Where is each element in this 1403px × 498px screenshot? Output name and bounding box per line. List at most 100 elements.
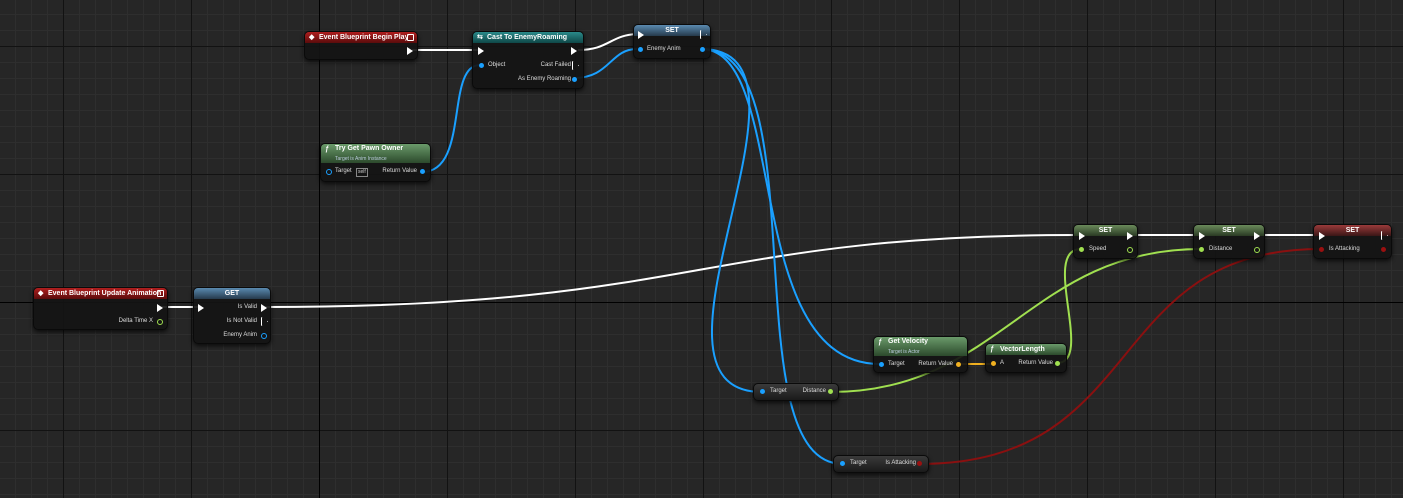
- is-attacking-in-pin[interactable]: [1319, 247, 1324, 252]
- function-icon: ƒ: [990, 346, 994, 353]
- node-event-update-animation[interactable]: ◆ Event Blueprint Update Animation Delta…: [33, 287, 168, 330]
- speed-label: Speed: [1089, 246, 1107, 252]
- wire-object-anim-distance[interactable]: [700, 48, 763, 393]
- node-title: GET: [224, 290, 240, 297]
- node-title: SET: [665, 27, 679, 34]
- exec-out-pin[interactable]: [1254, 232, 1260, 240]
- target-label: Target: [335, 168, 352, 174]
- target-label: Target: [850, 460, 867, 466]
- wire-exec-cast-set[interactable]: [577, 33, 641, 51]
- node-header: ƒ VectorLength: [986, 344, 1066, 355]
- node-header: SET: [1314, 225, 1391, 236]
- node-try-get-pawn-owner[interactable]: ƒ Try Get Pawn Owner Target is Anim Inst…: [320, 143, 431, 182]
- is-attacking-label: Is Attacking: [1329, 246, 1360, 252]
- is-attacking-out-pin[interactable]: [917, 461, 922, 466]
- is-not-valid-pin[interactable]: [261, 317, 268, 326]
- return-value-pin[interactable]: [420, 169, 425, 174]
- exec-out-pin[interactable]: [407, 47, 413, 55]
- node-title: SET: [1345, 227, 1360, 234]
- wire-bool-attacking-set[interactable]: [918, 248, 1322, 465]
- distance-in-pin[interactable]: [1199, 247, 1204, 252]
- target-in-pin[interactable]: [760, 389, 765, 394]
- speed-out-pin[interactable]: [1127, 247, 1133, 253]
- event-diamond-icon: ◆: [309, 34, 315, 41]
- function-icon: ƒ: [878, 339, 882, 346]
- enemy-anim-out-pin[interactable]: [700, 47, 705, 52]
- speed-in-pin[interactable]: [1079, 247, 1084, 252]
- node-validated-get-enemy-anim[interactable]: GET Is Valid Is Not Valid Enemy Anim: [193, 287, 271, 344]
- object-in-pin[interactable]: [479, 63, 484, 68]
- delta-time-pin[interactable]: [157, 319, 163, 325]
- cast-arrows-icon: ⇆: [477, 34, 483, 41]
- node-get-distance[interactable]: Target Distance: [753, 383, 839, 401]
- return-value-pin[interactable]: [956, 362, 961, 367]
- node-get-velocity[interactable]: ƒ Get Velocity Target is Actor Target Re…: [873, 336, 968, 373]
- distance-label: Distance: [1209, 246, 1233, 252]
- is-attacking-label: Is Attacking: [885, 460, 916, 466]
- node-set-enemy-anim[interactable]: SET Enemy Anim: [633, 24, 711, 59]
- object-label: Object: [488, 62, 506, 68]
- function-icon: ƒ: [325, 146, 329, 153]
- node-vector-length[interactable]: ƒ VectorLength A Return Value: [985, 343, 1067, 373]
- return-value-label: Return Value: [1018, 360, 1053, 366]
- exec-out-pin[interactable]: [571, 47, 577, 55]
- distance-out-pin[interactable]: [828, 389, 833, 394]
- node-set-speed[interactable]: SET Speed: [1073, 224, 1138, 259]
- node-get-is-attacking[interactable]: Target Is Attacking: [833, 455, 929, 473]
- node-title: VectorLength: [1000, 346, 1045, 353]
- cast-failed-pin[interactable]: [572, 61, 579, 70]
- grid-origin-vertical: [319, 0, 320, 498]
- exec-out-pin[interactable]: [157, 304, 163, 312]
- node-header: SET: [1194, 225, 1264, 236]
- target-in-pin[interactable]: [879, 362, 884, 367]
- enemy-anim-label: Enemy Anim: [223, 332, 257, 338]
- node-subtitle: Target is Anim Instance: [335, 156, 387, 162]
- node-title: Event Blueprint Update Animation: [48, 290, 162, 297]
- return-value-pin[interactable]: [1055, 361, 1060, 366]
- is-valid-pin[interactable]: [261, 304, 267, 312]
- is-valid-label: Is Valid: [237, 304, 257, 310]
- node-header: ◆ Event Blueprint Begin Play: [305, 32, 417, 43]
- a-label: A: [1000, 360, 1005, 366]
- node-title: Cast To EnemyRoaming: [487, 34, 567, 41]
- node-title: Get Velocity: [888, 338, 929, 345]
- node-cast-to-enemy-roaming[interactable]: ⇆ Cast To EnemyRoaming Object Cast Faile…: [472, 31, 584, 89]
- node-header: SET: [634, 25, 710, 36]
- a-in-pin[interactable]: [991, 361, 996, 366]
- delta-time-label: Delta Time X: [118, 318, 153, 324]
- node-title: Try Get Pawn Owner: [335, 145, 404, 152]
- wire-float-distance-set[interactable]: [830, 248, 1202, 393]
- exec-in-pin[interactable]: [478, 47, 484, 55]
- as-enemy-roaming-label: As Enemy Roaming: [517, 76, 571, 82]
- return-value-label: Return Value: [382, 168, 417, 174]
- exec-in-pin[interactable]: [638, 31, 644, 39]
- node-set-is-attacking[interactable]: SET Is Attacking: [1313, 224, 1392, 259]
- is-not-valid-label: Is Not Valid: [226, 318, 257, 324]
- exec-in-pin[interactable]: [1319, 232, 1325, 240]
- exec-in-pin[interactable]: [198, 304, 204, 312]
- self-default-value[interactable]: self: [356, 168, 368, 177]
- node-subtitle: Target is Actor: [888, 349, 920, 355]
- exec-in-pin[interactable]: [1199, 232, 1205, 240]
- wire-object-pawn-cast[interactable]: [421, 64, 481, 173]
- target-in-pin[interactable]: [326, 169, 332, 175]
- wire-object-anim-attacking[interactable]: [700, 48, 844, 465]
- target-label: Target: [888, 361, 905, 367]
- wire-object-anim-velocity[interactable]: [700, 48, 881, 365]
- node-header: ƒ Get Velocity Target is Actor: [874, 337, 967, 356]
- enemy-anim-out-pin[interactable]: [261, 333, 267, 339]
- exec-out-pin[interactable]: [1127, 232, 1133, 240]
- node-set-distance[interactable]: SET Distance: [1193, 224, 1265, 259]
- as-enemy-roaming-pin[interactable]: [572, 77, 577, 82]
- target-in-pin[interactable]: [840, 461, 845, 466]
- enemy-anim-in-pin[interactable]: [638, 47, 643, 52]
- node-header: SET: [1074, 225, 1137, 236]
- is-attacking-out-pin[interactable]: [1381, 247, 1386, 252]
- wire-exec-get-setspeed[interactable]: [264, 234, 1080, 308]
- node-event-begin-play[interactable]: ◆ Event Blueprint Begin Play: [304, 31, 418, 60]
- node-title: SET: [1098, 227, 1113, 234]
- exec-in-pin[interactable]: [1079, 232, 1085, 240]
- node-header: ƒ Try Get Pawn Owner Target is Anim Inst…: [321, 144, 430, 163]
- distance-out-pin[interactable]: [1254, 247, 1260, 253]
